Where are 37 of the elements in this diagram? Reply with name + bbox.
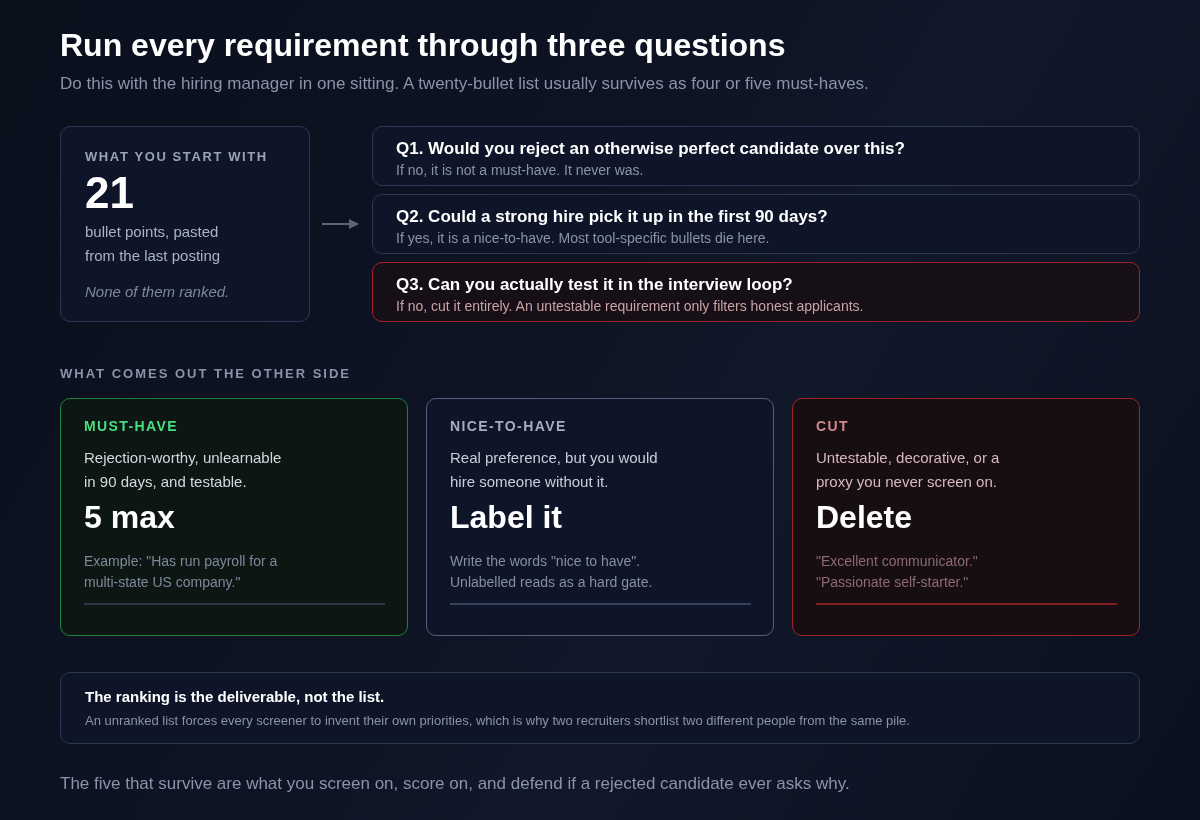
- note-text: None of them ranked.: [85, 282, 230, 302]
- question-hint: If yes, it is a nice-to-have. Most tool-specific bullets die here.: [396, 229, 770, 247]
- section-label: WHAT COMES OUT THE OTHER SIDE: [60, 366, 352, 382]
- footer-caption: The five that survive are what you screen on, score on, and defend if a rejected candidate ever asks why.: [60, 773, 850, 795]
- subtitle: Do this with the hiring manager in one sitting. A twenty-bullet list usually survives as four or five must-haves.: [60, 74, 869, 94]
- category-description: Untestable, decorative, or a proxy you never screen on.: [816, 448, 1001, 492]
- example-text: Example: "Has run payroll for a multi-state US company.": [84, 552, 279, 592]
- action-text: 5 max: [84, 498, 175, 536]
- question-box: [372, 126, 1140, 186]
- outcome-card: [792, 398, 1140, 636]
- outcome-card: [60, 398, 408, 636]
- question-box: [372, 262, 1140, 322]
- category-heading: NICE-TO-HAVE: [450, 417, 567, 435]
- action-text: Delete: [816, 498, 913, 536]
- question-box: [372, 194, 1140, 254]
- category-description: Rejection-worthy, unlearnable in 90 days, and testable.: [84, 448, 283, 492]
- question-hint: If no, it is not a must-have. It never was.: [396, 161, 644, 179]
- category-heading: MUST-HAVE: [84, 417, 178, 435]
- question-title: Q1. Would you reject an otherwise perfect candidate over this?: [396, 139, 905, 159]
- question-title: Q2. Could a strong hire pick it up in the first 90 days?: [396, 207, 828, 227]
- question-hint: If no, cut it entirely. An untestable requirement only filters honest applicants.: [396, 297, 864, 315]
- action-text: Label it: [450, 498, 562, 536]
- callout-box: [60, 672, 1140, 744]
- example-text: Write the words "nice to have". Unlabelled reads as a hard gate.: [450, 552, 654, 592]
- stat-number: 21: [85, 169, 134, 217]
- outcome-card: [426, 398, 774, 636]
- arrow: [321, 219, 359, 229]
- question-title: Q3. Can you actually test it in the interview loop?: [396, 275, 793, 295]
- callout-heading: The ranking is the deliverable, not the list.: [85, 688, 385, 706]
- page-title: Run every requirement through three questions: [60, 26, 786, 65]
- start-card: [60, 126, 310, 322]
- description-text: bullet points, pasted from the last posting: [85, 222, 222, 266]
- eyebrow-label: WHAT YOU START WITH: [85, 149, 268, 165]
- callout-body: An unranked list forces every screener to invent their own priorities, which is why two recruiters shortlist two different people from the same pile.: [85, 712, 910, 730]
- example-text: "Excellent communicator." "Passionate self-starter.": [816, 552, 979, 592]
- category-heading: CUT: [816, 417, 849, 435]
- category-description: Real preference, but you would hire someone without it.: [450, 448, 659, 492]
